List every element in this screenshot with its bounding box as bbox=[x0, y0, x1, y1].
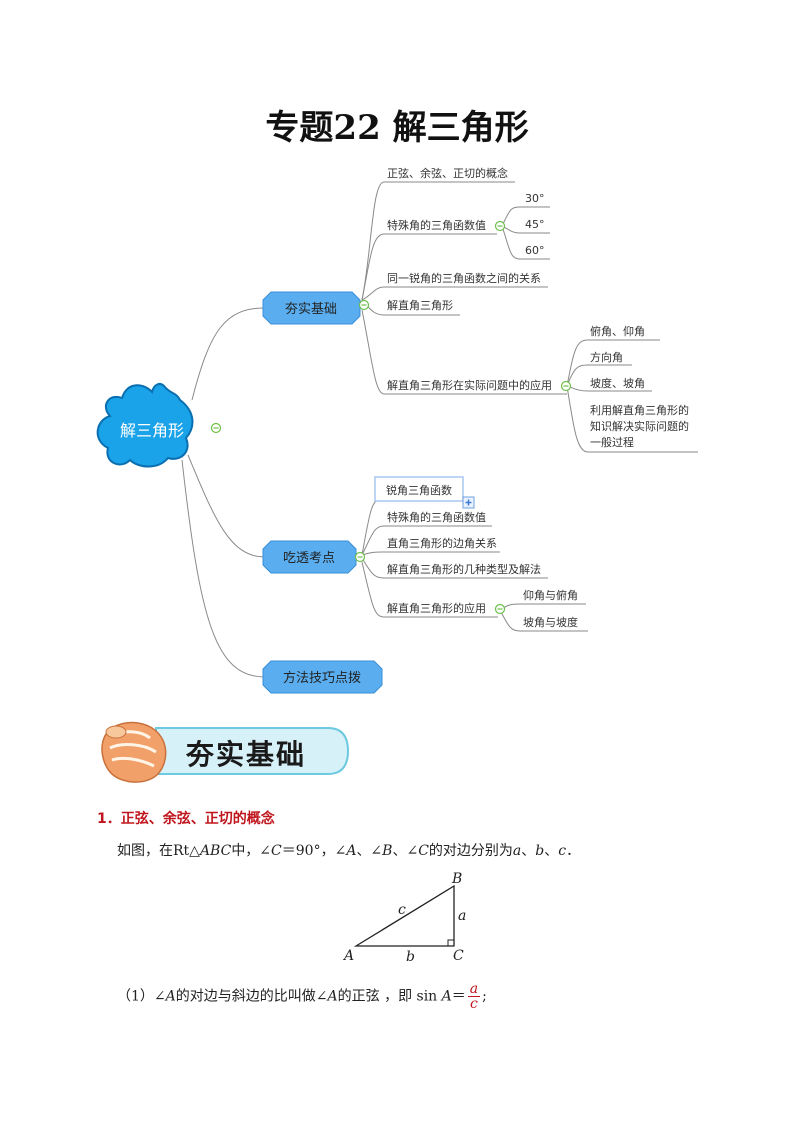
branch-label: 夯实基础 bbox=[285, 302, 337, 317]
topic-label[interactable]: 解直角三角形在实际问题中的应用 bbox=[387, 378, 552, 392]
subtopic-label[interactable]: 仰角与俯角 bbox=[523, 588, 578, 602]
subtopic-label[interactable]: 坡度、坡角 bbox=[590, 376, 645, 390]
subtopic-label[interactable]: 知识解决实际问题的 bbox=[590, 419, 689, 433]
branch-node-hangshi[interactable] bbox=[262, 291, 361, 325]
subtopic-label[interactable]: 坡角与坡度 bbox=[523, 615, 578, 629]
selected-topic-box[interactable] bbox=[374, 476, 464, 502]
mind-map: 解三角形 夯实基础 吃透考点 方法技巧点拨 正弦、余弦、正切的概念 特殊角的三角… bbox=[96, 166, 698, 694]
branch-node-fangfa[interactable] bbox=[262, 660, 383, 694]
topic-label[interactable]: 特殊角的三角函数值 bbox=[387, 510, 486, 524]
topic-label[interactable]: 解直角三角形 bbox=[387, 298, 453, 312]
topic-label[interactable]: 解直角三角形的几种类型及解法 bbox=[387, 562, 541, 576]
topic-label[interactable]: 解直角三角形的应用 bbox=[387, 601, 486, 615]
section-heading: 1．正弦、余弦、正切的概念 bbox=[97, 811, 275, 827]
side-a-label: a bbox=[458, 908, 466, 924]
subtopic-label[interactable]: 30° bbox=[525, 192, 545, 205]
side-b-label: b bbox=[406, 949, 415, 965]
branch-node-chitou[interactable] bbox=[262, 540, 357, 574]
vertex-b-label: B bbox=[451, 871, 462, 887]
banner-label: 夯实基础 bbox=[186, 738, 307, 771]
subtopic-label[interactable]: 利用解直角三角形的 bbox=[590, 403, 689, 417]
mind-map-connectors bbox=[181, 181, 698, 678]
subtopic-label[interactable]: 一般过程 bbox=[590, 436, 634, 449]
page-title: 专题22 解三角形 bbox=[265, 108, 529, 148]
subtopic-label[interactable]: 60° bbox=[525, 244, 545, 257]
root-node-label: 解三角形 bbox=[120, 421, 184, 440]
triangle-shape bbox=[353, 884, 455, 947]
right-triangle-figure: A B C a b c bbox=[342, 871, 466, 965]
topic-label[interactable]: 锐角三角函数 bbox=[386, 483, 452, 497]
seashell-icon bbox=[101, 721, 167, 783]
intro-paragraph: 如图，在Rt△ABC中，∠C＝90°，∠A、∠B、∠C的对边分别为a、b、c． bbox=[117, 843, 581, 859]
branch-label: 方法技巧点拨 bbox=[283, 670, 361, 686]
subtopic-label[interactable]: 45° bbox=[525, 218, 545, 231]
vertex-c-label: C bbox=[453, 948, 464, 964]
topic-label[interactable]: 特殊角的三角函数值 bbox=[387, 218, 486, 232]
branch-label: 吃透考点 bbox=[283, 550, 335, 566]
topic-label[interactable]: 同一锐角的三角函数之间的关系 bbox=[387, 271, 541, 285]
subtopic-label[interactable]: 俯角、仰角 bbox=[590, 324, 645, 338]
right-angle-mark bbox=[447, 939, 454, 946]
vertex-a-label: A bbox=[342, 948, 354, 964]
topic-label[interactable]: 正弦、余弦、正切的概念 bbox=[387, 166, 508, 180]
topic-label[interactable]: 直角三角形的边角关系 bbox=[387, 536, 497, 550]
side-c-label: c bbox=[398, 902, 406, 918]
root-node[interactable] bbox=[96, 383, 194, 468]
subtopic-label[interactable]: 方向角 bbox=[590, 350, 623, 364]
section-banner bbox=[101, 721, 350, 783]
